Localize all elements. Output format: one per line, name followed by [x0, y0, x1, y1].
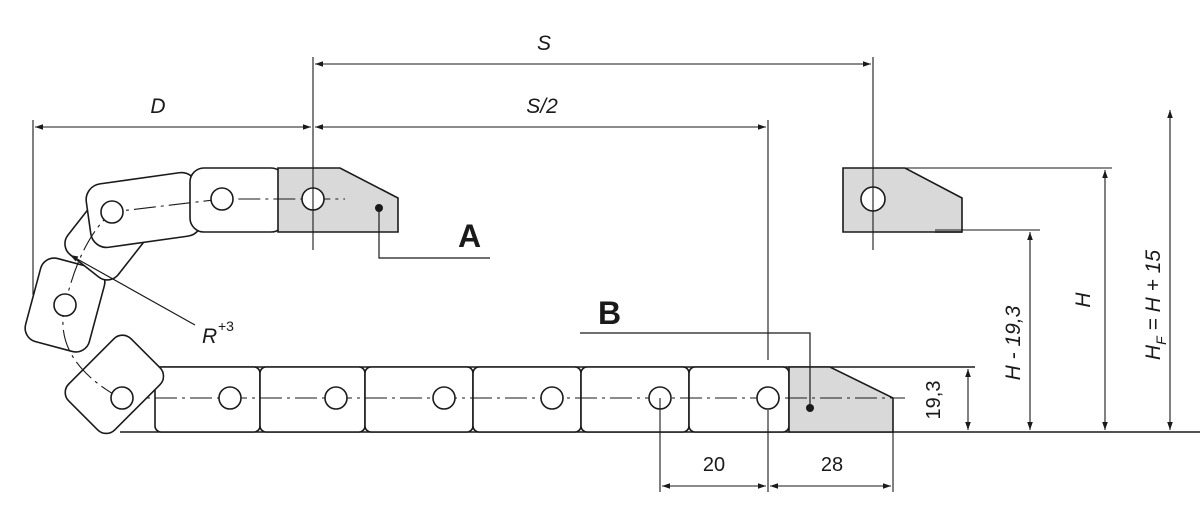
lower-link-4	[472, 366, 582, 433]
pin-icon	[210, 187, 234, 211]
lower-link-1	[154, 366, 261, 433]
label-b: B	[598, 295, 621, 331]
end-bracket-a	[277, 167, 399, 233]
lower-link-3	[364, 366, 474, 433]
radius-leader	[69, 254, 196, 326]
lower-run	[120, 366, 1200, 433]
label-s-half: S/2	[526, 95, 558, 118]
radius-dimension: R +3	[69, 254, 234, 348]
label-h-minus: H - 19,3	[1002, 305, 1025, 380]
fixed-end-bracket	[842, 167, 963, 233]
label-19-3: 19,3	[923, 381, 945, 420]
dimension-s: S	[312, 32, 874, 250]
dimension-h: H	[905, 167, 1112, 430]
leader-a	[378, 208, 490, 259]
label-hf-main: H	[1142, 344, 1165, 360]
end-bracket-b	[788, 366, 894, 433]
leader-b	[580, 332, 811, 408]
pin-icon	[432, 386, 456, 410]
radius-label: R	[202, 325, 217, 348]
radius-tolerance: +3	[218, 318, 234, 334]
label-a-callout: A	[378, 208, 490, 259]
bend-link-1	[64, 334, 165, 435]
dimension-d: D	[32, 95, 311, 295]
bend-section	[24, 167, 399, 435]
label-28: 28	[821, 454, 843, 476]
dimension-19-3: 19,3	[923, 369, 971, 430]
label-hf-rest: = H + 15	[1142, 250, 1165, 337]
dimension-20: 20	[659, 398, 769, 492]
lower-link-5	[580, 366, 690, 433]
pin-icon	[100, 200, 124, 224]
label-s: S	[537, 32, 551, 55]
dimension-hf: HF = H + 15	[1142, 110, 1173, 430]
label-b-callout: B	[580, 295, 811, 408]
label-d: D	[150, 95, 165, 118]
upper-link-2	[189, 167, 286, 233]
pin-icon	[110, 386, 134, 410]
dimension-s-half: S/2	[315, 95, 769, 360]
label-hf-sub: F	[1153, 335, 1169, 345]
label-a: A	[458, 218, 481, 254]
dimension-28: 28	[770, 432, 894, 492]
lower-link-2	[259, 366, 366, 433]
pin-icon	[324, 386, 348, 410]
pin-icon	[756, 386, 780, 410]
label-h: H	[1072, 292, 1095, 308]
pin-icon	[218, 386, 242, 410]
label-hf: HF = H + 15	[1142, 250, 1169, 360]
pin-icon	[540, 386, 564, 410]
dimension-h-minus: H - 19,3	[935, 229, 1040, 430]
pin-icon	[53, 293, 77, 317]
label-20: 20	[703, 454, 725, 476]
